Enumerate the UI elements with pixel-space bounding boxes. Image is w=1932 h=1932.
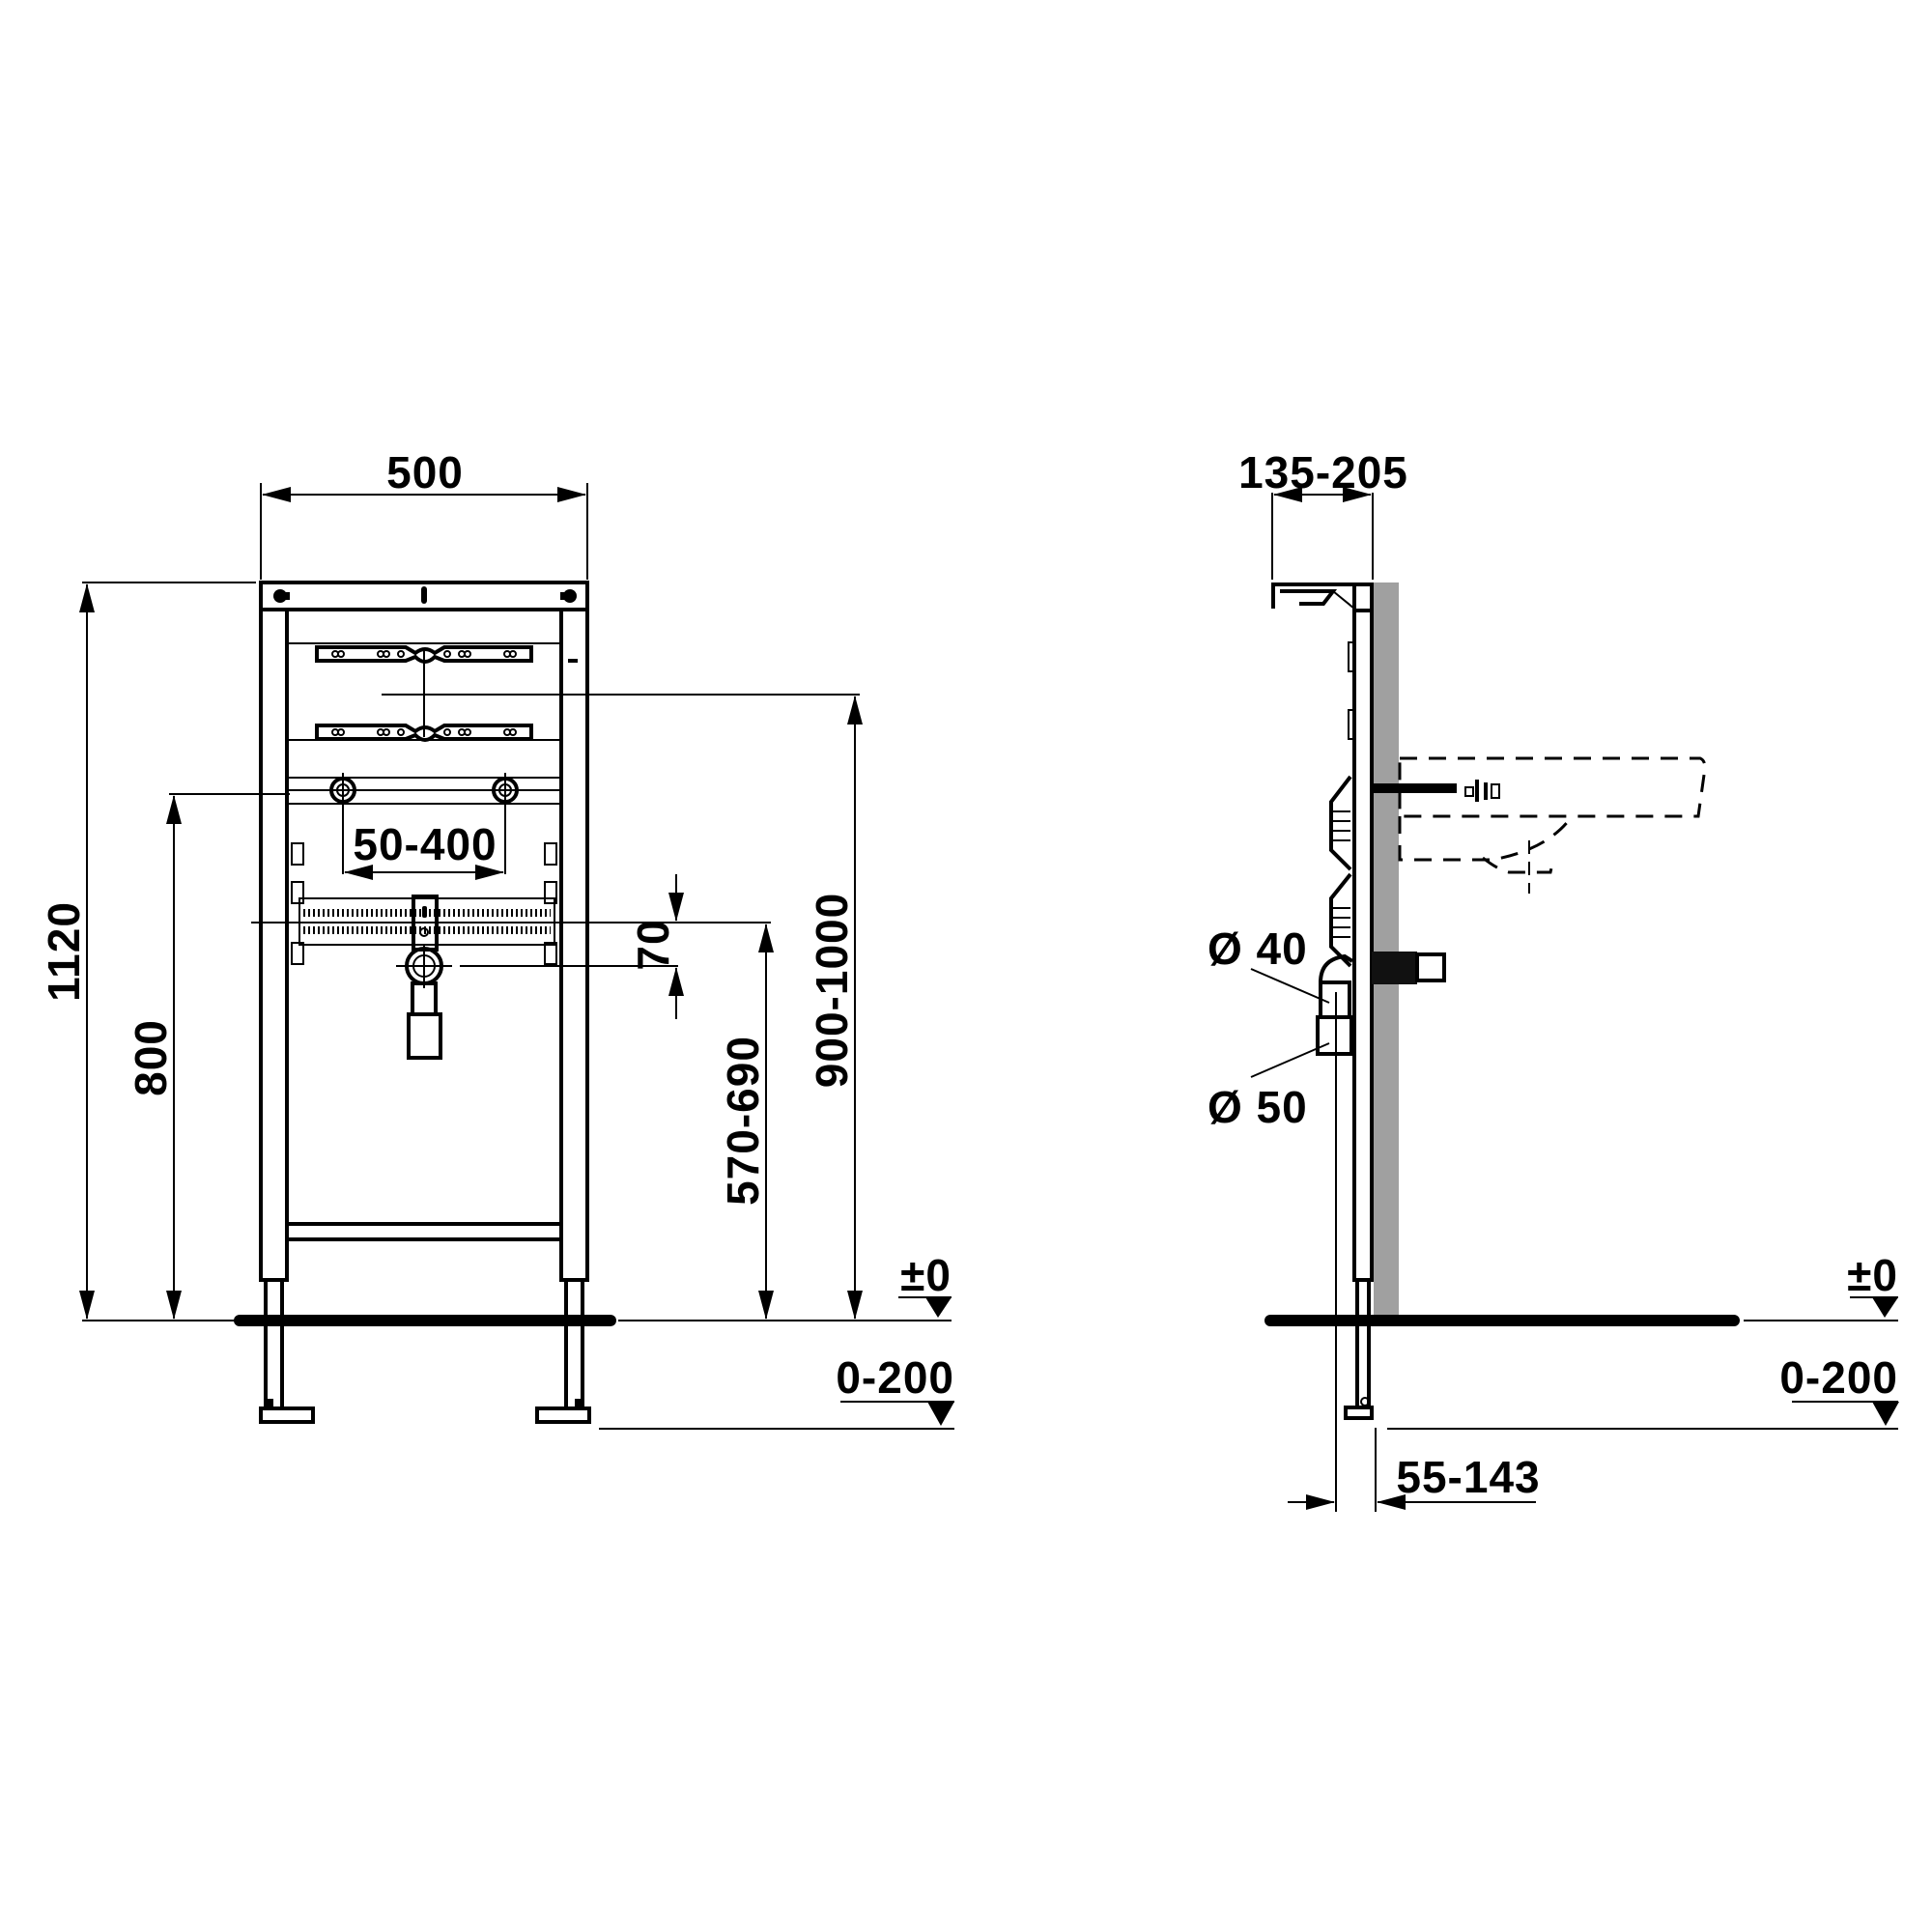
dimension-foot-depth: 55-143 [1288,1410,1540,1512]
foot-adjust-marker: 0-200 [599,1352,954,1430]
depth-label: 135-205 [1238,447,1408,497]
floor-level-marker-side: ±0 [1744,1250,1898,1321]
basin-outline [1398,756,1707,894]
supply-height-label: 800 [126,1019,176,1096]
supply-spacing-label: 50-400 [353,819,497,869]
foot-adjust-label-side: 0-200 [1779,1352,1898,1403]
frame-profile [1271,582,1374,1282]
side-brackets [291,842,557,965]
drain-rail [298,895,555,1060]
dimension-basin-height: 900-1000 [382,694,863,1320]
drain-outlet [1372,952,1446,984]
dimension-supply-height: 800 [126,793,290,1320]
total-height-label: 1120 [39,901,89,1002]
dimension-drain-height: 570-690 [718,923,774,1320]
dimension-total-height: 1120 [39,582,256,1321]
wall-anchors [1329,775,1352,968]
foot-adjust-label: 0-200 [836,1352,954,1403]
frame-legs [259,1280,591,1424]
frame-top-rail [259,581,589,611]
floor-level-marker: ±0 [618,1250,952,1321]
mounting-bolt [1372,780,1500,802]
floor-level-label-side: ±0 [1847,1250,1898,1300]
side-leg [1344,1280,1374,1420]
basin-mounting-plate [286,642,578,742]
drain-inner-diameter-label: Ø 40 [1208,923,1308,974]
drain-pipe [1316,953,1354,1410]
floor-level-label: ±0 [900,1250,952,1300]
basin-height-label: 900-1000 [807,893,857,1088]
foot-adjust-marker-side: 0-200 [1387,1352,1899,1430]
dimension-width: 500 [260,447,588,580]
side-view: 135-205 [1208,447,1899,1512]
width-label: 500 [386,447,464,497]
dimension-supply-spacing: 50-400 [344,819,504,880]
drain-outer-diameter-label: Ø 50 [1208,1082,1308,1132]
diameter-callouts: Ø 40 Ø 50 [1208,923,1330,1132]
front-view: 500 [39,447,954,1430]
dimension-depth: 135-205 [1238,447,1408,580]
supply-rail [286,773,562,874]
dimension-drain-offset: 70 [251,874,771,1019]
drain-offset-label: 70 [628,919,678,970]
frame-bottom-rail [287,1222,561,1241]
drain-height-label: 570-690 [718,1036,768,1206]
foot-depth-label: 55-143 [1396,1452,1540,1502]
